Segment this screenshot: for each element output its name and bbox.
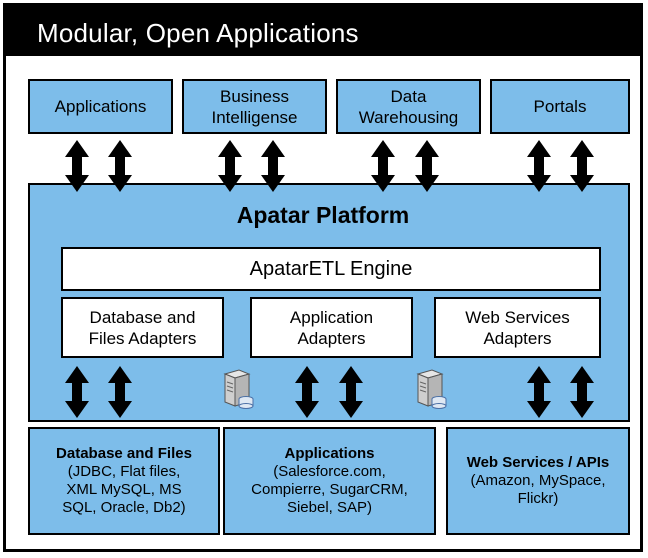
top-box-label: Business Intelligense xyxy=(211,86,298,127)
double-headed-arrow-icon xyxy=(261,140,285,192)
top-box-portals: Portals xyxy=(490,79,630,134)
bottom-box-title: Applications xyxy=(284,445,375,462)
double-headed-arrow-icon xyxy=(415,140,439,192)
platform-title: Apatar Platform xyxy=(236,202,410,228)
etl-engine-label: ApatarETL Engine xyxy=(249,257,413,280)
top-box-label: Portals xyxy=(533,97,587,116)
title-bar: Modular, Open Applications xyxy=(6,6,640,56)
diagram-title: Modular, Open Applications xyxy=(37,18,359,48)
double-headed-arrow-icon xyxy=(527,140,551,192)
top-box-label: Data Warehousing xyxy=(358,86,459,127)
bottom-box-database-files: Database and Files (JDBC, Flat files, XM… xyxy=(28,427,220,535)
double-headed-arrow-icon xyxy=(570,366,594,418)
double-headed-arrow-icon xyxy=(65,366,89,418)
bottom-box-title: Database and Files xyxy=(56,445,192,462)
server-icon xyxy=(223,369,254,409)
diagram-frame: Modular, Open Applications Applications … xyxy=(3,3,643,552)
adapter-box-web-services: Web Services Adapters xyxy=(434,297,601,358)
bottom-box-applications: Applications (Salesforce.com, Compierre,… xyxy=(223,427,436,535)
etl-engine-box: ApatarETL Engine xyxy=(61,247,601,291)
adapter-label: Application Adapters xyxy=(289,307,374,348)
double-headed-arrow-icon xyxy=(339,366,363,418)
top-box-label: Applications xyxy=(54,97,147,116)
adapter-label: Web Services Adapters xyxy=(465,307,570,348)
double-headed-arrow-icon xyxy=(218,140,242,192)
double-headed-arrow-icon xyxy=(295,366,319,418)
adapter-label: Database and Files Adapters xyxy=(88,307,197,348)
bottom-box-body: (Salesforce.com, Compierre, SugarCRM, Si… xyxy=(251,463,408,516)
top-box-data-warehousing: Data Warehousing xyxy=(336,79,481,134)
double-headed-arrow-icon xyxy=(570,140,594,192)
double-headed-arrow-icon xyxy=(108,366,132,418)
double-headed-arrow-icon xyxy=(527,366,551,418)
server-icon xyxy=(416,369,447,409)
double-headed-arrow-icon xyxy=(371,140,395,192)
bottom-box-web-services: Web Services / APIs (Amazon, MySpace, Fl… xyxy=(446,427,630,535)
bottom-box-body: (Amazon, MySpace, Flickr) xyxy=(470,472,606,507)
adapter-box-database-files: Database and Files Adapters xyxy=(61,297,224,358)
bottom-box-body: (JDBC, Flat files, XML MySQL, MS SQL, Or… xyxy=(62,463,186,516)
bottom-box-title: Web Services / APIs xyxy=(466,454,610,471)
top-box-applications: Applications xyxy=(28,79,173,134)
double-headed-arrow-icon xyxy=(108,140,132,192)
top-box-business-intelligence: Business Intelligense xyxy=(182,79,327,134)
adapter-box-application: Application Adapters xyxy=(250,297,413,358)
connector-arrows xyxy=(65,140,594,418)
double-headed-arrow-icon xyxy=(65,140,89,192)
